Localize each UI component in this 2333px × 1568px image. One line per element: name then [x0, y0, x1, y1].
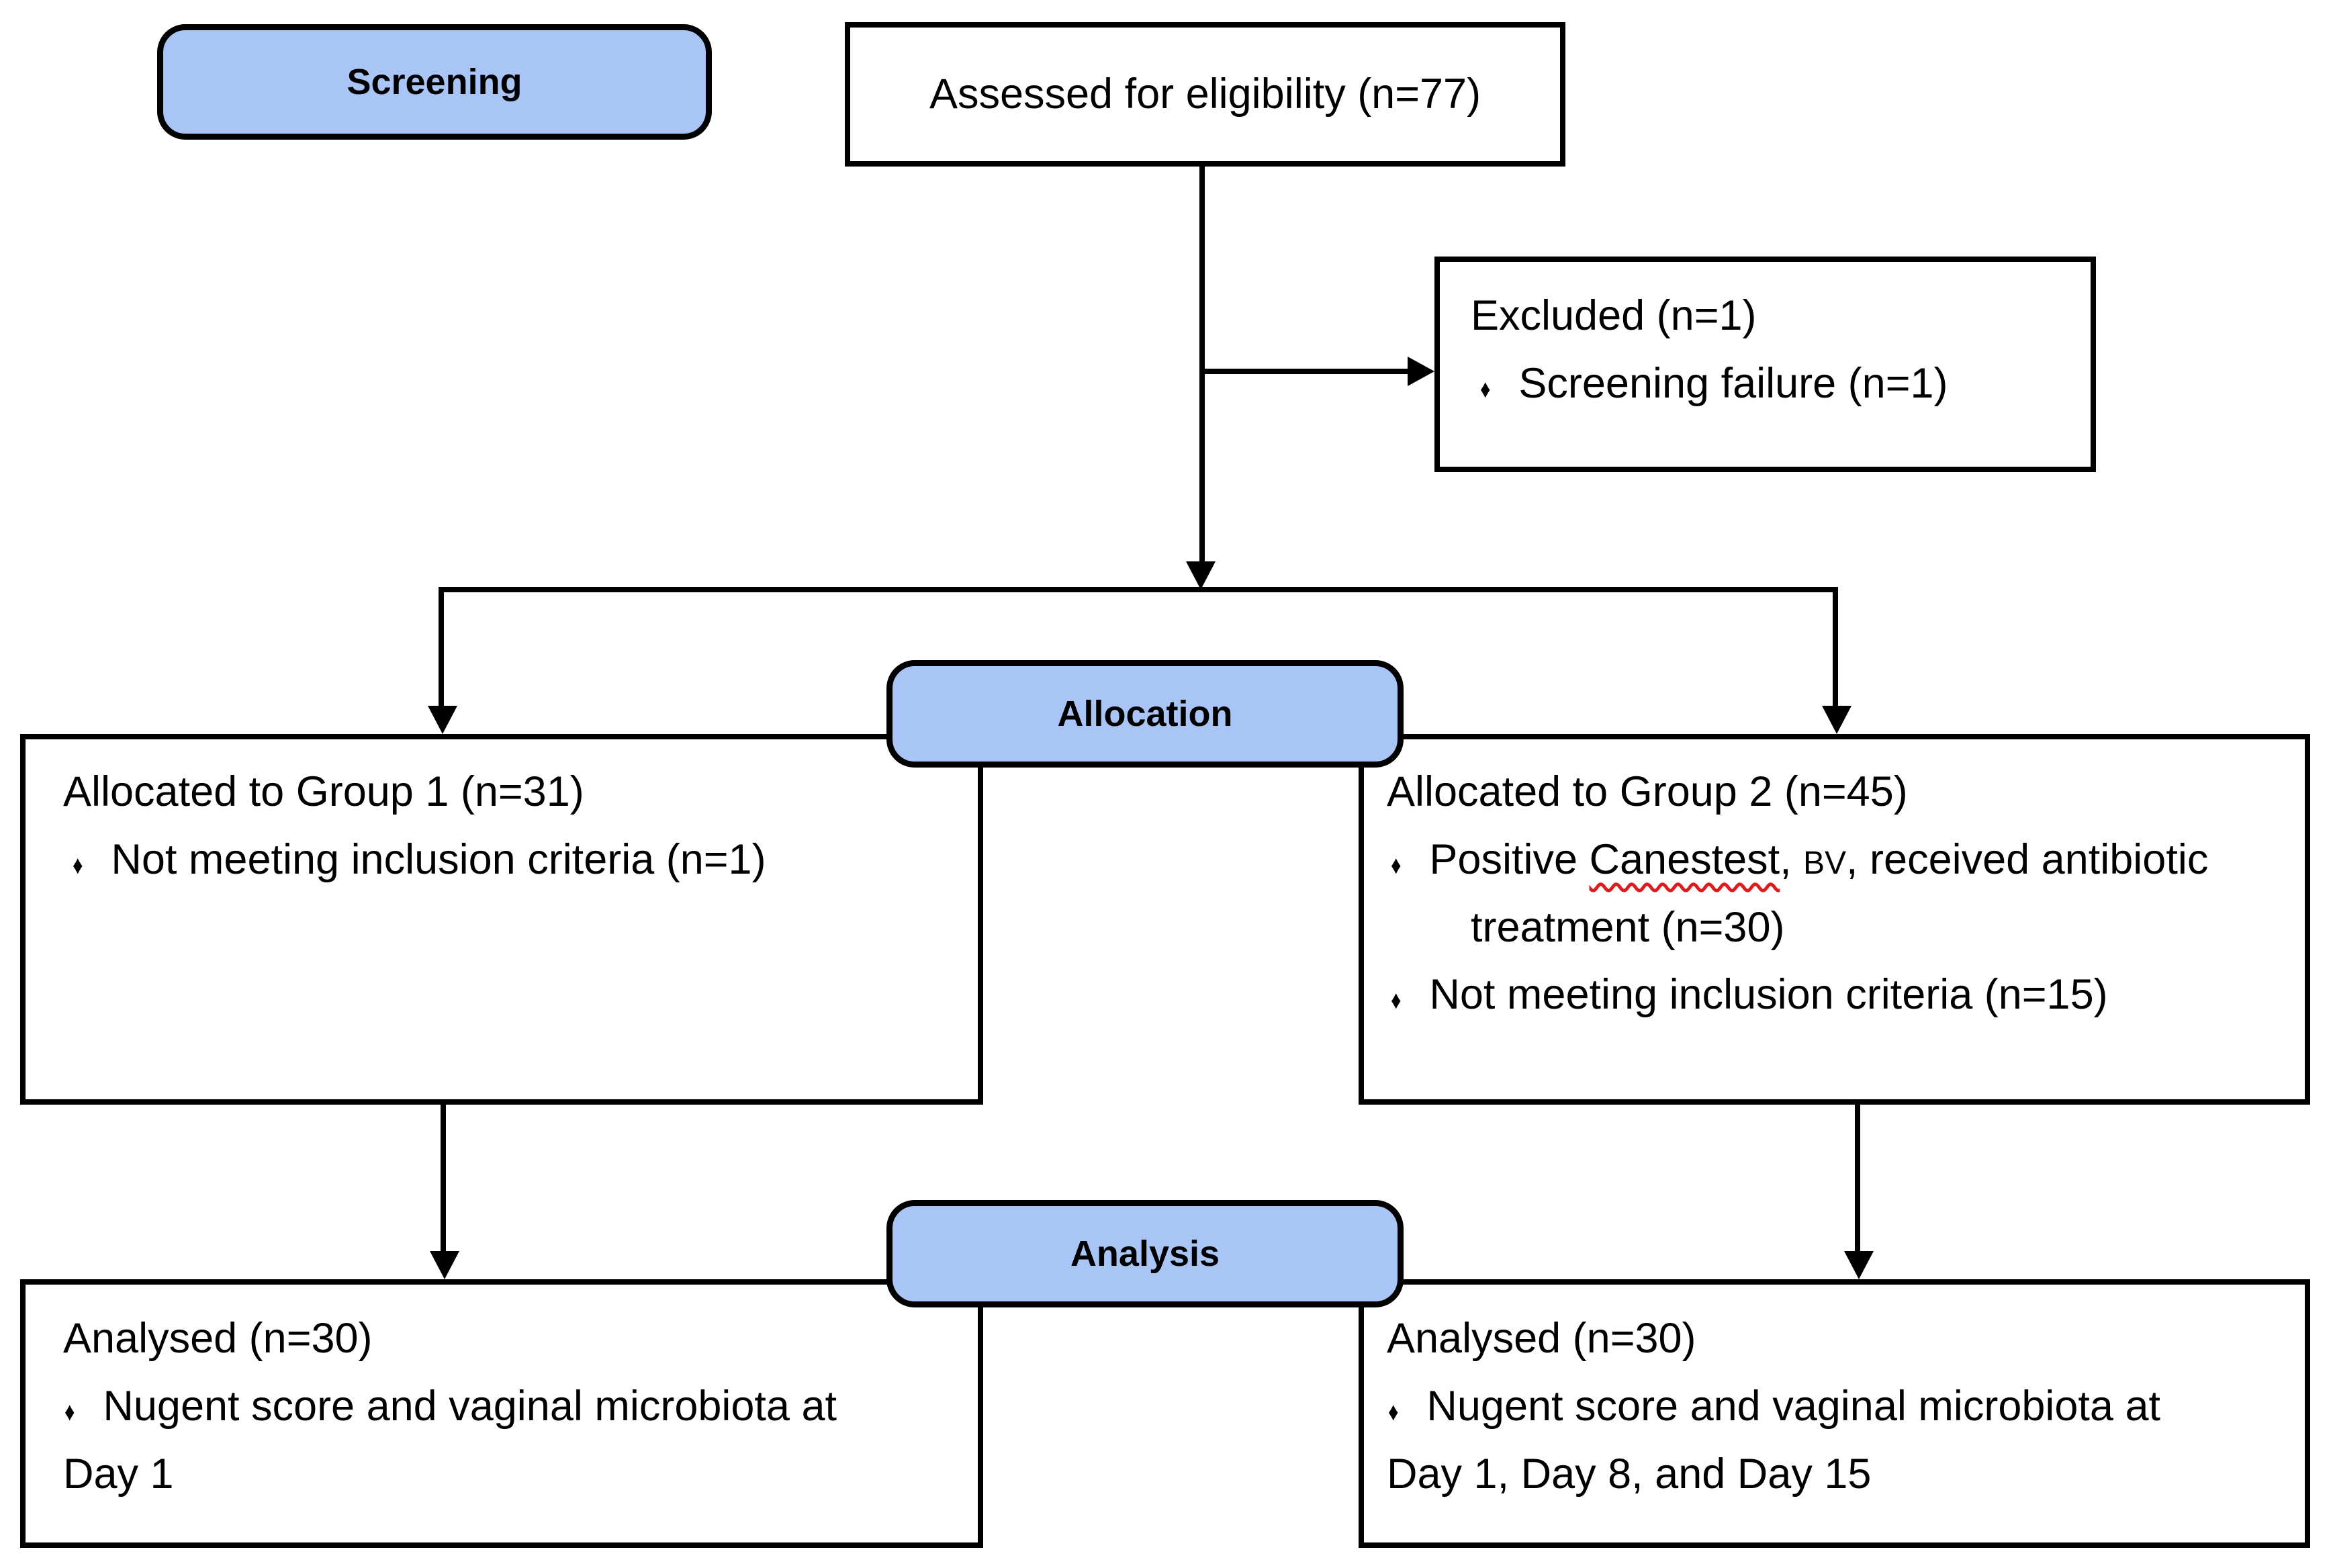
group1-analysis-box: Analysed (n=30) ♦ Nugent score and vagin… — [20, 1279, 983, 1548]
diamond-bullet-icon: ♦ — [1390, 851, 1402, 880]
group2-bullet1-row: ♦ Positive Canestest, BV, received antib… — [1389, 826, 2291, 894]
group2-analysis-box: Analysed (n=30) ♦ Nugent score and vagin… — [1359, 1279, 2310, 1548]
arrowhead-into-analysed1-icon — [430, 1251, 459, 1279]
group2-bullet2-row: ♦ Not meeting inclusion criteria (n=15) — [1389, 961, 2291, 1029]
diamond-bullet-icon: ♦ — [1387, 1397, 1399, 1426]
group2-title: Allocated to Group 2 (n=45) — [1387, 768, 1908, 815]
screening-stage-label: Screening — [347, 62, 522, 102]
group2-bullet2-text: Not meeting inclusion criteria (n=15) — [1429, 971, 2108, 1019]
connector-allocation-split — [439, 587, 1838, 592]
analysed1-title: Analysed (n=30) — [63, 1315, 373, 1362]
analysed1-bullet-row: ♦ Nugent score and vaginal microbiota at — [63, 1373, 964, 1440]
arrowhead-into-group2-icon — [1822, 706, 1851, 734]
analysed2-bullet-wrap-text: Day 1, Day 8, and Day 15 — [1387, 1450, 1872, 1497]
assessed-eligibility-box: Assessed for eligibility (n=77) — [845, 22, 1565, 167]
analysed2-title: Analysed (n=30) — [1387, 1315, 1696, 1362]
group1-title: Allocated to Group 1 (n=31) — [63, 768, 584, 815]
connector-to-group2 — [1833, 587, 1838, 708]
analysis-stage-label: Analysis — [1070, 1234, 1220, 1274]
connector-branch-to-excluded — [1202, 369, 1408, 374]
group1-bullet-text: Not meeting inclusion criteria (n=1) — [111, 835, 766, 883]
connector-assessed-to-allocation — [1199, 167, 1205, 563]
connector-group2-to-analysis — [1855, 1105, 1860, 1252]
diamond-bullet-icon: ♦ — [1479, 375, 1491, 404]
analysed2-bullet-text: Nugent score and vaginal microbiota at — [1426, 1382, 2161, 1430]
text-segment: , — [1780, 835, 1804, 883]
assessed-eligibility-text: Assessed for eligibility (n=77) — [929, 71, 1481, 118]
text-segment: , received antibiotic — [1846, 835, 2209, 883]
excluded-bullet-text: Screening failure (n=1) — [1518, 359, 1948, 407]
arrowhead-into-analysed2-icon — [1844, 1251, 1874, 1279]
text-segment: BV — [1803, 845, 1847, 881]
group1-bullet-row: ♦ Not meeting inclusion criteria (n=1) — [71, 826, 964, 894]
group1-allocation-box: Allocated to Group 1 (n=31) ♦ Not meetin… — [20, 734, 983, 1105]
analysed1-bullet-wrap-text: Day 1 — [63, 1450, 174, 1497]
analysis-stage-pill: Analysis — [886, 1200, 1404, 1307]
excluded-box: Excluded (n=1) ♦ Screening failure (n=1) — [1434, 257, 2096, 472]
analysed2-bullet-row: ♦ Nugent score and vaginal microbiota at — [1387, 1373, 2291, 1440]
arrowhead-into-excluded-icon — [1408, 357, 1434, 386]
connector-group1-to-analysis — [441, 1105, 446, 1252]
arrowhead-center-down-icon — [1186, 561, 1216, 590]
excluded-bullet-row: ♦ Screening failure (n=1) — [1479, 350, 2077, 418]
analysed1-bullet-text: Nugent score and vaginal microbiota at — [103, 1382, 837, 1430]
group2-bullet1-text: Positive Canestest, BV, received antibio… — [1429, 826, 2208, 894]
connector-to-group1 — [439, 587, 444, 708]
diamond-bullet-icon: ♦ — [72, 851, 83, 880]
allocation-stage-label: Allocation — [1057, 694, 1233, 734]
group2-bullet1-wrap-text: treatment (n=30) — [1471, 903, 1785, 951]
allocation-stage-pill: Allocation — [886, 660, 1404, 768]
diamond-bullet-icon: ♦ — [1390, 986, 1402, 1015]
screening-stage-pill: Screening — [157, 24, 712, 140]
diamond-bullet-icon: ♦ — [64, 1397, 75, 1426]
group2-allocation-box: Allocated to Group 2 (n=45) ♦ Positive C… — [1359, 734, 2310, 1105]
text-segment: Positive — [1429, 835, 1590, 883]
arrowhead-into-group1-icon — [428, 706, 457, 734]
misspelled-word: Canestest — [1589, 835, 1780, 883]
excluded-title: Excluded (n=1) — [1471, 292, 1757, 339]
